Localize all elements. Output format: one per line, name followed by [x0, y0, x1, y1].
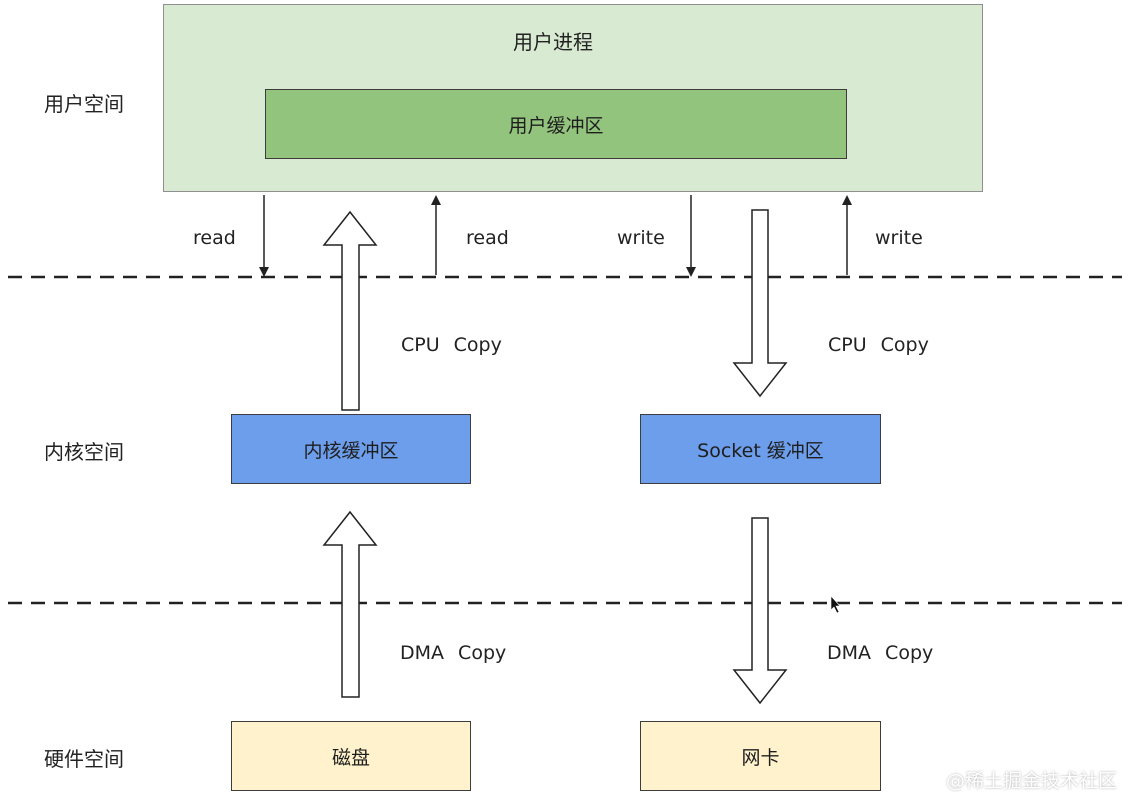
kernel-buffer-box: 内核缓冲区	[231, 414, 471, 484]
kernel-space-label: 内核空间	[44, 440, 124, 464]
read-return-label: read	[466, 227, 509, 249]
nic-label: 网卡	[741, 746, 780, 769]
user-space-label: 用户空间	[44, 92, 124, 116]
dma-copy-down-arrow	[732, 517, 788, 705]
socket-buffer-box: Socket 缓冲区	[640, 414, 881, 484]
dma-copy-left-label: DMA Copy	[400, 642, 507, 664]
cpu-copy-right-label: CPU Copy	[828, 334, 929, 356]
cpu-copy-up-arrow	[322, 210, 378, 411]
source-watermark: @稀土掘金技术社区	[946, 770, 1118, 792]
read-call-label: read	[193, 227, 236, 249]
user-buffer-box: 用户缓冲区	[265, 89, 847, 159]
dma-copy-up-arrow	[322, 510, 378, 698]
cpu-copy-left-label: CPU Copy	[401, 334, 502, 356]
write-return-label: write	[875, 227, 923, 249]
user-process-title: 用户进程	[513, 30, 593, 54]
socket-buffer-label: Socket 缓冲区	[697, 439, 824, 462]
cursor-icon	[830, 595, 841, 614]
kernel-buffer-label: 内核缓冲区	[303, 439, 399, 462]
hardware-space-label: 硬件空间	[44, 747, 124, 771]
disk-box: 磁盘	[231, 721, 471, 791]
dma-copy-right-label: DMA Copy	[827, 642, 934, 664]
write-call-label: write	[617, 227, 665, 249]
user-buffer-label: 用户缓冲区	[508, 114, 604, 137]
disk-label: 磁盘	[331, 746, 370, 769]
cpu-copy-down-arrow	[732, 209, 788, 398]
nic-box: 网卡	[640, 721, 881, 791]
